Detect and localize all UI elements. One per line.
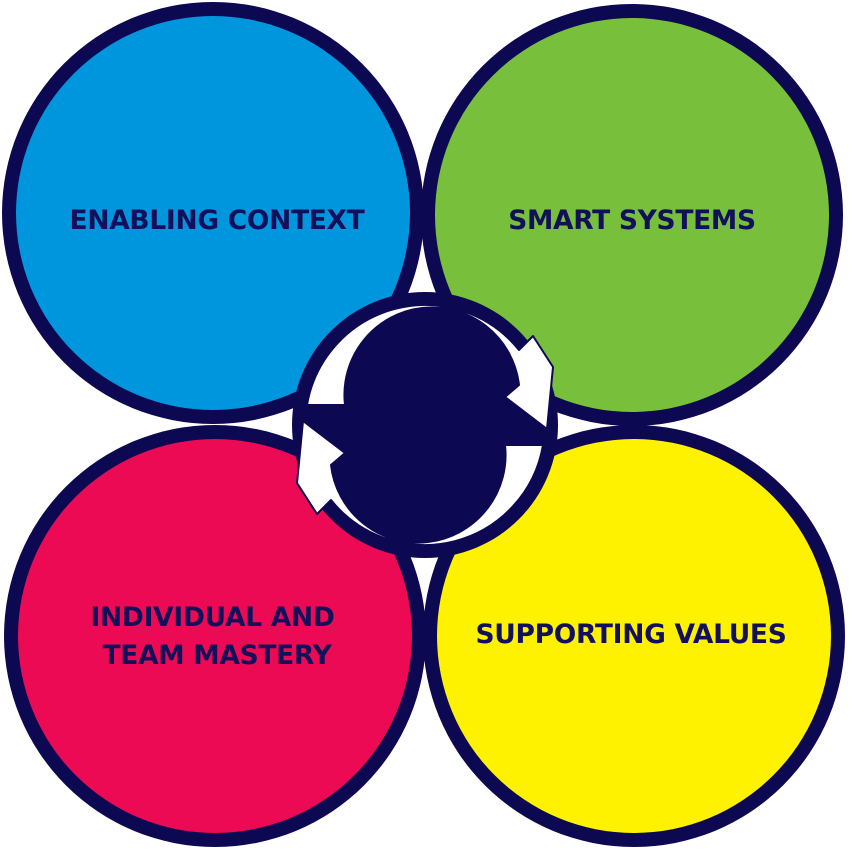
label-smart-systems: SMART SYSTEMS — [508, 205, 756, 236]
label-line: ENABLING CONTEXT — [70, 205, 365, 236]
label-line: TEAM MASTERY — [103, 640, 333, 671]
label-line: INDIVIDUAL AND — [90, 602, 334, 633]
label-supporting-values: SUPPORTING VALUES — [475, 619, 786, 650]
label-line: SMART SYSTEMS — [508, 205, 756, 236]
label-line: SUPPORTING VALUES — [475, 619, 786, 650]
label-enabling-context: ENABLING CONTEXT — [70, 205, 365, 236]
cycle-arrow-top — [306, 303, 554, 430]
label-individual-team-mastery: INDIVIDUAL AND TEAM MASTERY — [90, 602, 343, 671]
cycle-arrow-bottom — [296, 420, 544, 547]
circle-smart-systems — [435, 18, 829, 412]
circle-enabling-context — [16, 16, 410, 410]
circle-fills — [16, 16, 831, 833]
quadrant-labels: ENABLING CONTEXT SMART SYSTEMS INDIVIDUA… — [70, 205, 787, 671]
circle-individual-team-mastery — [18, 439, 412, 833]
refresh-cycle-icon — [292, 292, 558, 558]
circle-supporting-values — [437, 439, 831, 833]
center-hub — [357, 357, 493, 493]
